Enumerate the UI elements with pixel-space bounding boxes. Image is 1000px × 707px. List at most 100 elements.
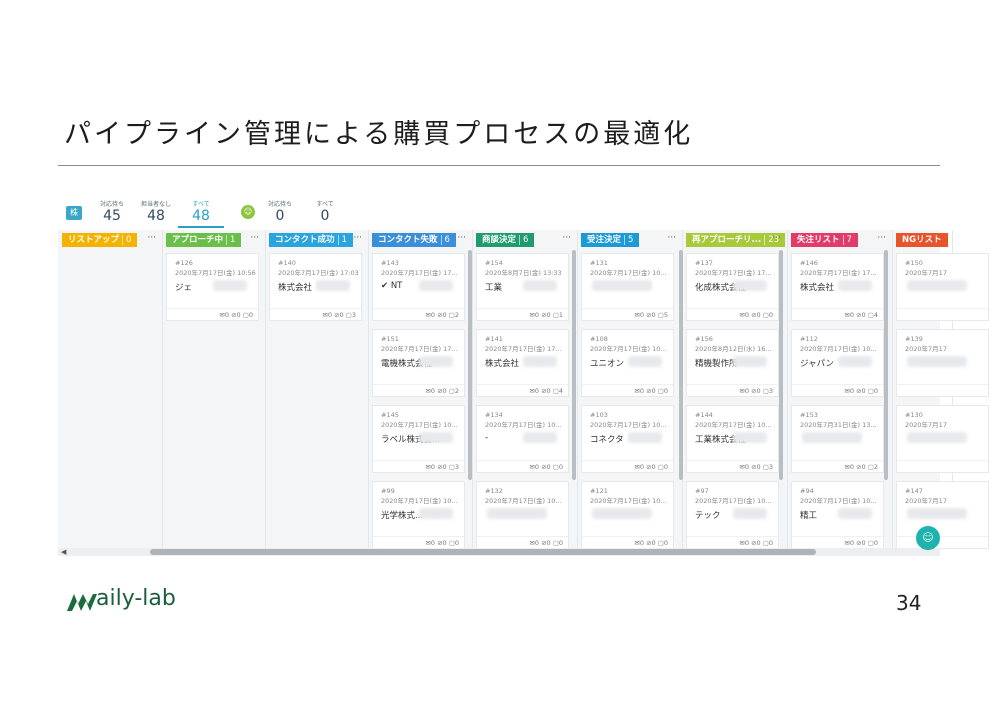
more-options-icon[interactable]: ··· bbox=[562, 233, 571, 243]
card-company: コネクタ bbox=[590, 435, 624, 445]
scroll-left-icon[interactable]: ◀ bbox=[61, 548, 67, 556]
card-date: 2020年7月17日(金) 10... bbox=[695, 421, 772, 429]
counter-waiting[interactable]: 対応待ち 45 bbox=[96, 199, 128, 224]
card-id: #145 bbox=[381, 411, 399, 419]
card-id: #154 bbox=[485, 259, 503, 267]
column-scrollbar[interactable] bbox=[884, 250, 888, 480]
redacted-text bbox=[838, 356, 872, 367]
card-company: 工業株式会社 bbox=[695, 435, 747, 445]
more-options-icon[interactable]: ··· bbox=[147, 233, 156, 243]
card-date: 2020年7月17 bbox=[905, 345, 947, 353]
column-header[interactable]: 再アプローチリ...23 bbox=[686, 233, 786, 247]
card-id: #150 bbox=[905, 259, 923, 267]
card-date: 2020年8月7日(金) 13:33 bbox=[485, 269, 562, 277]
counter-label: すべて bbox=[316, 201, 334, 208]
card-id: #144 bbox=[695, 411, 713, 419]
counter-all-2[interactable]: すべて 0 bbox=[310, 199, 340, 224]
logo-mark-icon bbox=[67, 594, 97, 611]
card-id: #143 bbox=[381, 259, 399, 267]
deal-card[interactable]: #150 2020年7月17 bbox=[896, 253, 989, 321]
card-stats: ✉0 ⊘0 ▢0 bbox=[582, 384, 673, 398]
redacted-text bbox=[419, 432, 453, 443]
counter-all[interactable]: すべて 48 bbox=[184, 199, 218, 224]
more-options-icon[interactable]: ··· bbox=[772, 233, 781, 243]
card-date: 2020年7月17日(金) 10... bbox=[381, 497, 458, 505]
more-options-icon[interactable]: ··· bbox=[457, 233, 466, 243]
column-header[interactable]: NGリスト bbox=[896, 233, 948, 247]
column-scrollbar[interactable] bbox=[572, 250, 576, 480]
more-options-icon[interactable]: ··· bbox=[250, 233, 259, 243]
card-company: - bbox=[485, 433, 489, 443]
redacted-text bbox=[907, 356, 967, 367]
logo-text: aily-lab bbox=[96, 586, 176, 611]
card-stats bbox=[897, 308, 988, 309]
column-title: アプローチ中 bbox=[172, 235, 224, 245]
more-options-icon[interactable]: ··· bbox=[877, 233, 886, 243]
counter-unassigned[interactable]: 担当者なし 48 bbox=[138, 199, 174, 224]
chat-icon[interactable]: ☺ bbox=[916, 526, 940, 550]
redacted-text bbox=[733, 432, 767, 443]
counter-value: 0 bbox=[320, 208, 330, 224]
column-scrollbar[interactable] bbox=[679, 250, 683, 480]
title-divider bbox=[58, 165, 940, 166]
more-options-icon[interactable]: ··· bbox=[353, 233, 362, 243]
counter-waiting-2[interactable]: 対応待ち 0 bbox=[264, 199, 296, 224]
column-scrollbar[interactable] bbox=[779, 250, 783, 480]
card-company: 光学株式... bbox=[381, 511, 424, 521]
horizontal-scroll-thumb[interactable] bbox=[150, 549, 816, 555]
redacted-text bbox=[592, 280, 652, 291]
card-date: 2020年7月17日(金) 10... bbox=[485, 421, 562, 429]
emoji-icon[interactable]: ☺ bbox=[241, 205, 255, 219]
card-date: 2020年7月17 bbox=[905, 269, 947, 277]
column-count: 6 bbox=[519, 235, 529, 245]
card-company: ラベル株式会... bbox=[381, 435, 441, 445]
card-id: #94 bbox=[800, 487, 814, 495]
counter-value: 0 bbox=[275, 208, 285, 224]
more-options-icon[interactable]: ··· bbox=[667, 233, 676, 243]
company-badge[interactable]: 株 bbox=[66, 206, 82, 220]
redacted-text bbox=[523, 356, 557, 367]
column-scrollbar[interactable] bbox=[468, 250, 472, 480]
card-stats: ✉0 ⊘0 ▢0 bbox=[477, 536, 568, 550]
card-company: ジャパン bbox=[800, 359, 835, 369]
column-count: 1 bbox=[226, 235, 236, 245]
card-company: ユニオン bbox=[590, 359, 625, 369]
card-stats: ✉0 ⊘0 ▢5 bbox=[582, 308, 673, 322]
card-id: #99 bbox=[381, 487, 395, 495]
